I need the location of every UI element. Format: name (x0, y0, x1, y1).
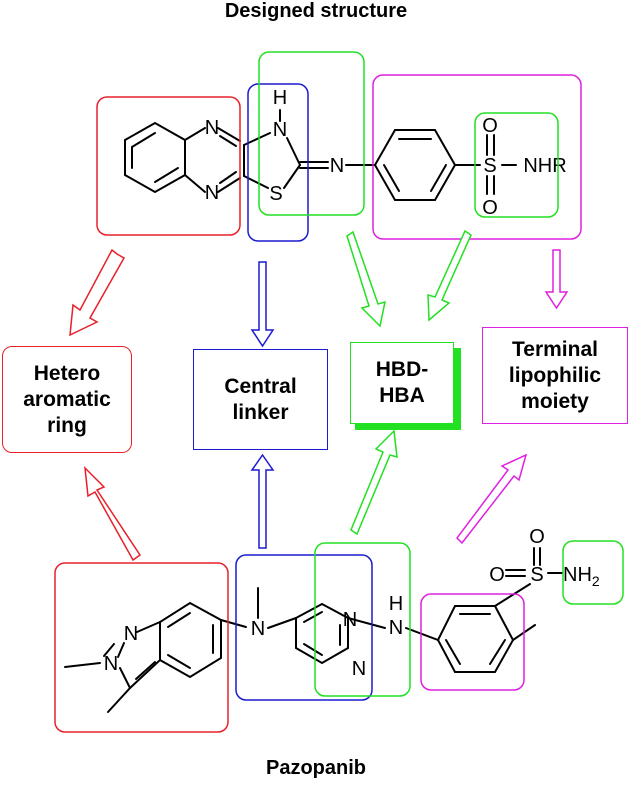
methyl-bond (64, 662, 101, 668)
atom-h: H (273, 87, 287, 109)
hbd-highlight-box (258, 51, 365, 216)
arrow-hbd-up (350, 429, 398, 536)
phenyl-ring (373, 129, 457, 201)
pyrazine-bond (184, 174, 206, 193)
atom-s: S (269, 183, 282, 205)
atom-o: O (482, 115, 498, 137)
arrow-terminal-down (544, 249, 569, 310)
pazopanib-linker-box (235, 554, 373, 701)
benzene-double-bond (154, 167, 179, 183)
atom-nhr: NHR (523, 155, 566, 177)
nh-bond (347, 617, 386, 629)
atom-h: H (389, 593, 403, 615)
pyrazole-n-n-bond (103, 643, 115, 657)
hetero-highlight-box (96, 96, 241, 236)
pazopanib-structure (64, 547, 563, 713)
atom-nh: NH (563, 564, 592, 586)
pyrazine-double-bond (219, 135, 237, 147)
atom-n: N (251, 618, 265, 640)
atom-n: N (330, 155, 344, 177)
atom-n: N (389, 617, 403, 639)
central-linker-label: Central linker (193, 349, 328, 450)
pyrazine-bond (184, 127, 206, 141)
designed-structure-title: Designed structure (224, 0, 408, 22)
arrow-terminal-up (456, 453, 528, 545)
atom-o: O (482, 197, 498, 219)
designed-structure (124, 109, 517, 201)
terminal-label-text: Terminal lipophilic moiety (508, 337, 602, 413)
n-pyrimidine-bond (267, 617, 297, 629)
sulfonyl-hbd-highlight-box (474, 112, 559, 218)
pazopanib-nh2-box (562, 540, 624, 605)
indazole-benzene-ring (159, 601, 222, 679)
pyrazole-bond (117, 642, 125, 658)
pazopanib-hetero-box (54, 562, 229, 733)
hetero-label-text: Hetero aromatic ring (23, 361, 111, 437)
hetero-aromatic-ring-label: Hetero aromatic ring (2, 346, 132, 453)
atom-n: N (273, 119, 287, 141)
methyl-bond (107, 687, 131, 713)
atom-n: N (343, 609, 357, 631)
arrow-hetero-up (84, 465, 142, 562)
pyrimidine-ring (295, 602, 349, 665)
atom-nh2: NH2 (563, 564, 600, 589)
toluene-double-bond (489, 639, 506, 665)
atom-nh2-subscript: 2 (592, 573, 600, 589)
atom-o: O (529, 526, 545, 548)
pyrazole-bond (119, 667, 131, 689)
atom-s: S (530, 564, 543, 586)
pyrazole-bond (136, 621, 161, 633)
hbd-label-text: HBD- HBA (375, 358, 429, 407)
arrow-linker-up (250, 453, 275, 549)
arrow-linker-down (250, 261, 275, 348)
atom-o: O (489, 564, 505, 586)
pyrimidine-double-bond (303, 611, 323, 623)
thiazole-bond (286, 137, 301, 166)
phenyl-double-bond (430, 164, 447, 192)
linker-highlight-box (247, 83, 309, 242)
linker-label-text: Central linker (224, 374, 297, 424)
pyrazine-bond (217, 177, 241, 193)
arrow-hbd-down-1 (346, 230, 386, 328)
phenyl-double-bond (383, 164, 400, 192)
pyrazine-bond (217, 127, 241, 142)
indazole-double-bond (167, 654, 191, 669)
toluene-double-bond (445, 639, 461, 665)
terminal-highlight-box (372, 74, 582, 240)
arrow-hetero-down (69, 248, 126, 337)
pyrazine-double-bond (219, 171, 237, 184)
toluene-ring (436, 605, 515, 673)
atom-n: N (104, 653, 118, 675)
thiazole-bond (283, 164, 301, 189)
pyrimidine-double-bond (303, 643, 323, 656)
atom-n: N (124, 623, 138, 645)
pazopanib-terminal-box (420, 593, 525, 691)
atom-n: N (205, 182, 219, 204)
pyrazole-bond (129, 659, 161, 689)
hbd-hba-label: HBD- HBA (350, 342, 454, 424)
aryl-sulfur-bond (494, 583, 531, 607)
atom-n: N (352, 658, 366, 680)
pazopanib-atom-labels: N N N N N H N S O O NH2 (104, 526, 600, 680)
pazopanib-title: Pazopanib (265, 757, 366, 779)
benzene-double-bond (131, 132, 156, 148)
indazole-double-bond (167, 612, 191, 628)
arrow-hbd-down-2 (427, 229, 472, 322)
atom-n: N (205, 117, 219, 139)
indazole-n-bond (220, 619, 247, 628)
nh-to-aryl-bond (405, 627, 439, 641)
pyrazole-double-bond (135, 661, 156, 680)
designed-atom-labels: N N H N S N S O O NHR (205, 87, 567, 219)
atom-s: S (483, 155, 496, 177)
terminal-lipophilic-label: Terminal lipophilic moiety (482, 327, 628, 424)
pazopanib-hbd-box (314, 542, 411, 697)
